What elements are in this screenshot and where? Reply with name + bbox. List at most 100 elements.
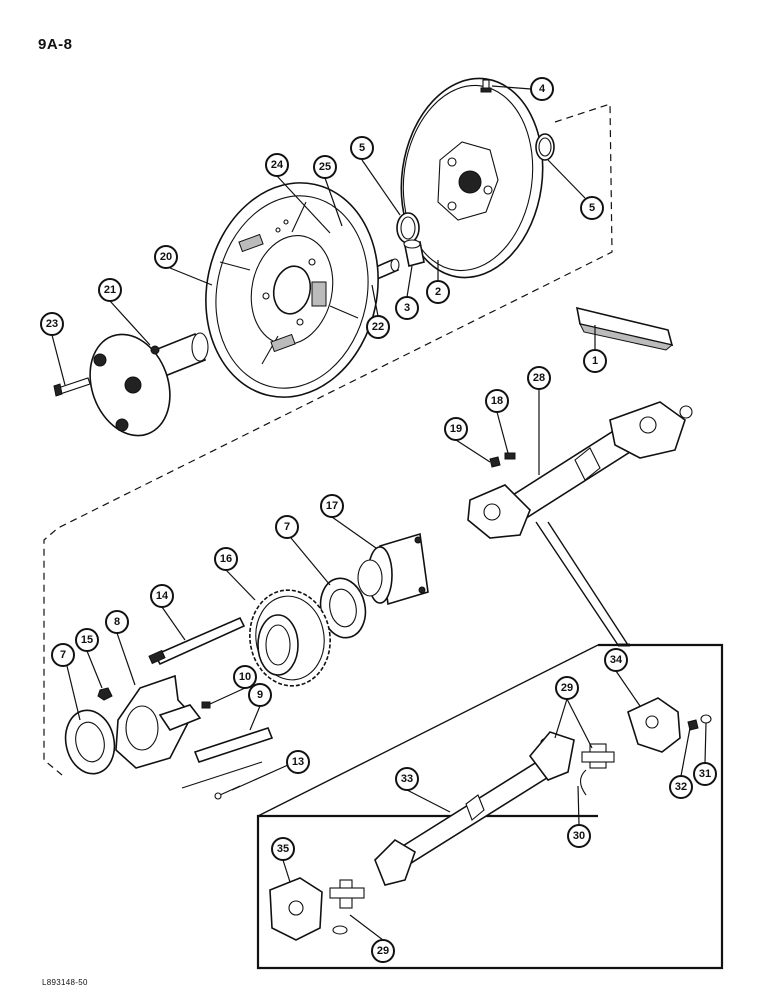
flange-bearing-part xyxy=(357,532,429,606)
driveshaft-assembly-part xyxy=(467,401,693,539)
svg-text:21: 21 xyxy=(104,284,116,296)
svg-text:3: 3 xyxy=(404,302,410,314)
callout-25: 25 xyxy=(313,155,337,179)
belt-segment-part xyxy=(575,306,674,351)
hub-shaft-part xyxy=(89,332,209,437)
plate-part xyxy=(181,727,274,789)
bearing-housing-part xyxy=(115,674,202,769)
svg-text:7: 7 xyxy=(284,521,290,533)
callout-18: 18 xyxy=(485,389,509,413)
figure-reference-code: L893148-50 xyxy=(42,978,88,987)
svg-text:15: 15 xyxy=(81,634,93,646)
callout-17: 17 xyxy=(320,494,344,518)
svg-text:19: 19 xyxy=(450,423,462,435)
shaft-part-inset xyxy=(374,731,575,886)
retaining-ring-part xyxy=(579,769,587,796)
callout-3: 3 xyxy=(395,296,419,320)
svg-text:25: 25 xyxy=(319,161,331,173)
bolt-part xyxy=(53,377,91,397)
svg-text:4: 4 xyxy=(539,83,546,95)
callout-9: 9 xyxy=(248,683,272,707)
callout-10: 10 xyxy=(233,665,257,689)
callout-29-upper: 29 xyxy=(555,676,579,700)
nut-part-small xyxy=(97,687,113,701)
callout-24: 24 xyxy=(265,153,289,177)
small-nut-part xyxy=(489,456,501,468)
svg-text:14: 14 xyxy=(156,590,169,602)
callout-1: 1 xyxy=(583,349,607,373)
svg-text:18: 18 xyxy=(491,395,503,407)
callout-5-right: 5 xyxy=(580,196,604,220)
callout-35: 35 xyxy=(271,837,295,861)
upper-assembly-boundary xyxy=(43,103,613,776)
callout-2: 2 xyxy=(426,280,450,304)
pulley-part xyxy=(205,182,379,398)
callout-33: 33 xyxy=(395,767,419,791)
svg-text:23: 23 xyxy=(46,318,58,330)
svg-text:2: 2 xyxy=(435,286,441,298)
callout-21: 21 xyxy=(98,278,122,302)
flange-yoke-part xyxy=(269,877,323,941)
svg-text:7: 7 xyxy=(60,649,66,661)
callout-32: 32 xyxy=(669,775,693,799)
sprocket-part xyxy=(249,589,331,687)
svg-text:1: 1 xyxy=(592,355,598,367)
callout-29-lower: 29 xyxy=(371,939,395,963)
svg-text:17: 17 xyxy=(326,500,338,512)
callout-8: 8 xyxy=(105,610,129,634)
svg-text:10: 10 xyxy=(239,671,251,683)
callout-20: 20 xyxy=(154,245,178,269)
nut-part-inset xyxy=(687,719,699,731)
seal-part-right xyxy=(319,577,367,639)
yoke-end-part xyxy=(627,697,681,753)
svg-text:29: 29 xyxy=(377,945,389,957)
long-shaft-part xyxy=(148,616,246,666)
callout-13: 13 xyxy=(286,750,310,774)
svg-text:5: 5 xyxy=(589,202,595,214)
callout-7-left: 7 xyxy=(51,643,75,667)
svg-text:16: 16 xyxy=(220,553,232,565)
svg-text:32: 32 xyxy=(675,781,687,793)
stud-part xyxy=(480,79,492,93)
svg-text:13: 13 xyxy=(292,756,304,768)
svg-text:34: 34 xyxy=(610,654,623,666)
leader-lines xyxy=(51,85,707,941)
large-disc-part xyxy=(400,77,544,279)
callout-19: 19 xyxy=(444,417,468,441)
callout-14: 14 xyxy=(150,584,174,608)
callout-16: 16 xyxy=(214,547,238,571)
callout-23: 23 xyxy=(40,312,64,336)
washer-part-inset xyxy=(700,714,712,724)
svg-text:35: 35 xyxy=(277,843,289,855)
page-number: 9A-8 xyxy=(38,36,73,53)
small-bolt-part xyxy=(504,452,516,460)
svg-text:24: 24 xyxy=(271,159,284,171)
callout-15: 15 xyxy=(75,628,99,652)
clip-part xyxy=(201,701,211,709)
svg-text:5: 5 xyxy=(359,142,365,154)
callout-34: 34 xyxy=(604,648,628,672)
bushing-part xyxy=(403,239,425,267)
callout-7-right: 7 xyxy=(275,515,299,539)
svg-text:20: 20 xyxy=(160,251,172,263)
svg-text:8: 8 xyxy=(114,616,120,628)
svg-text:30: 30 xyxy=(573,830,585,842)
callout-30: 30 xyxy=(567,824,591,848)
callout-31: 31 xyxy=(693,762,717,786)
ring-part-left xyxy=(396,212,420,244)
svg-text:28: 28 xyxy=(533,372,545,384)
seal-part-left xyxy=(64,709,116,775)
svg-text:33: 33 xyxy=(401,773,413,785)
svg-text:29: 29 xyxy=(561,682,573,694)
driveshaft-detail-inset xyxy=(256,521,724,970)
svg-text:9: 9 xyxy=(257,689,263,701)
universal-joint-cross-lower xyxy=(329,879,365,935)
svg-text:31: 31 xyxy=(699,768,711,780)
callout-4: 4 xyxy=(530,77,554,101)
callout-5-left: 5 xyxy=(350,136,374,160)
callout-28: 28 xyxy=(527,366,551,390)
callout-22: 22 xyxy=(366,315,390,339)
ring-part-right xyxy=(535,133,555,161)
svg-text:22: 22 xyxy=(372,321,384,333)
